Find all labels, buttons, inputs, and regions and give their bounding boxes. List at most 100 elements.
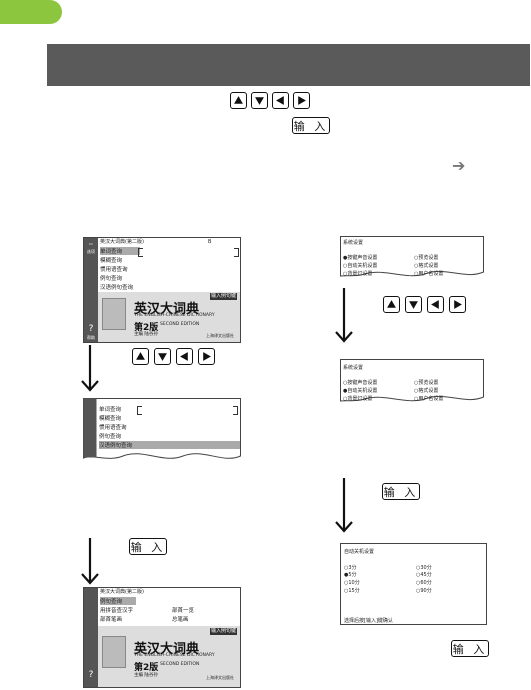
system-settings-screen-2: 系统设置 ○按键声音设置 ●自动关机设置 ○背景灯设置 ○预览设置 ○格式设置 … <box>340 359 484 405</box>
option-backlight[interactable]: ○背景灯设置 <box>343 396 373 402</box>
menu-item-chinese-example-search[interactable]: 汉语例句查询 <box>99 441 240 449</box>
option-preview[interactable]: ○预览设置 <box>414 255 439 261</box>
menu-item-fuzzy-search[interactable]: 模糊查询 <box>100 256 122 264</box>
option-format[interactable]: ○格式设置 <box>414 263 439 269</box>
enter-key: 输 入 <box>292 117 330 134</box>
input-bracket-left <box>138 248 143 257</box>
row-label: 例句查询 <box>100 599 123 605</box>
side-label-bottom: 帮助 <box>87 335 95 340</box>
book-cover-image <box>102 298 126 330</box>
dictionary-chinese-search-screen: ? 英汉大词典(第二版) 例句查询 用拼音查汉字 部首一览 部首笔画 总笔画 输… <box>83 587 241 688</box>
option-username[interactable]: ○用户名设置 <box>414 271 444 277</box>
menu-item-label: 汉语例句查询 <box>100 285 134 291</box>
menu-item-label: 单词查询 <box>99 407 122 413</box>
row-radical-list[interactable]: 部首一览 <box>172 606 194 614</box>
book-title: 英汉大词典 <box>134 642 200 657</box>
help-icon: ? <box>88 670 94 680</box>
edition: 第2版 <box>134 323 159 333</box>
up-arrow-key <box>383 296 400 313</box>
screen-frame <box>340 359 484 402</box>
menu-item-label: 惯用语查询 <box>100 267 128 273</box>
down-arrow-key <box>154 348 171 365</box>
row-example-search[interactable]: 例句查询 <box>100 597 136 605</box>
screen-title: 英汉大词典(第二版) <box>100 589 144 595</box>
right-arrow-key <box>198 348 215 365</box>
badge: 输入例句键 <box>209 293 237 300</box>
down-arrow-icon <box>335 288 353 343</box>
badge: 输入例句键 <box>209 628 237 635</box>
option-45min[interactable]: ○45分 <box>416 572 432 578</box>
row-total-strokes[interactable]: 总笔画 <box>172 615 189 623</box>
option-auto-off[interactable]: ○自动关机设置 <box>343 263 378 269</box>
left-arrow-key <box>176 348 193 365</box>
option-10min[interactable]: ○10分 <box>344 580 360 586</box>
dictionary-banner: 输入例句键 英汉大词典 THE ENGLISH-CHINESE DICTIONA… <box>98 626 240 687</box>
book-subtitle: THE ENGLISH-CHINESE DICTIONARY <box>134 313 215 318</box>
page-marker: B <box>208 239 212 245</box>
section-tab <box>0 0 62 24</box>
system-settings-screen-1: 系统设置 ●按键声音设置 ○自动关机设置 ○背景灯设置 ○预览设置 ○格式设置 … <box>340 236 484 280</box>
menu-item-fuzzy-search[interactable]: 模糊查询 <box>99 414 121 422</box>
option-format[interactable]: ○格式设置 <box>414 388 439 394</box>
book-subtitle: THE ENGLISH-CHINESE DICTIONARY <box>134 653 215 658</box>
menu-item-label: 模糊查询 <box>99 416 122 422</box>
option-key-sound[interactable]: ○按键声音设置 <box>343 380 378 386</box>
option-90min[interactable]: ○90分 <box>416 588 432 594</box>
menu-item-example-search[interactable]: 例句查询 <box>99 432 121 440</box>
publisher: 上海译文出版社 <box>206 333 234 338</box>
side-panel: ? <box>84 588 98 687</box>
option-key-sound[interactable]: ●按键声音设置 <box>343 255 378 261</box>
down-arrow-icon <box>81 345 99 392</box>
menu-item-idiom-search[interactable]: 惯用语查询 <box>100 265 128 273</box>
input-bracket-left <box>137 406 142 415</box>
book-cover-image <box>102 636 126 668</box>
help-icon: ? <box>88 324 94 334</box>
menu-item-word-search[interactable]: 单词查询 <box>100 247 140 255</box>
menu-icon: ▭ <box>89 241 93 246</box>
option-3min[interactable]: ○3分 <box>344 565 357 571</box>
row-label: 总笔画 <box>172 617 189 623</box>
up-arrow-key <box>230 92 247 109</box>
option-username[interactable]: ○用户名设置 <box>414 396 444 402</box>
menu-item-label: 例句查询 <box>99 434 122 440</box>
settings-title: 系统设置 <box>343 365 364 371</box>
row-pinyin-lookup[interactable]: 用拼音查汉字 <box>100 606 133 614</box>
side-panel: ▭ 选项 ? 帮助 <box>84 238 98 342</box>
editor: 主编 陆谷孙 <box>134 332 158 337</box>
right-arrow-key <box>449 296 466 313</box>
editor: 主编 陆谷孙 <box>134 673 158 678</box>
menu-item-word-search[interactable]: 单词查询 <box>99 405 121 413</box>
side-label-top: 选项 <box>87 249 95 254</box>
down-arrow-icon <box>335 478 353 533</box>
left-arrow-key <box>427 296 444 313</box>
up-arrow-key <box>132 348 149 365</box>
down-arrow-icon <box>81 538 99 585</box>
row-label: 部首笔画 <box>100 617 123 623</box>
menu-item-label: 模糊查询 <box>100 258 123 264</box>
right-arrow-key <box>293 92 310 109</box>
menu-item-idiom-search[interactable]: 惯用语查询 <box>99 423 127 431</box>
publisher: 上海译文出版社 <box>206 675 234 680</box>
option-auto-off[interactable]: ●自动关机设置 <box>343 388 378 394</box>
option-15min[interactable]: ○15分 <box>344 588 360 594</box>
settings-title: 系统设置 <box>343 240 364 246</box>
option-5min[interactable]: ●5分 <box>344 572 357 578</box>
option-60min[interactable]: ○60分 <box>416 580 432 586</box>
down-arrow-key <box>405 296 422 313</box>
row-radical-strokes[interactable]: 部首笔画 <box>100 615 122 623</box>
section-header-bar <box>47 44 530 86</box>
row-label: 部首一览 <box>172 608 195 614</box>
menu-item-label: 单词查询 <box>100 249 123 255</box>
option-30min[interactable]: ○30分 <box>416 565 432 571</box>
option-preview[interactable]: ○预览设置 <box>414 380 439 386</box>
option-backlight[interactable]: ○背景灯设置 <box>343 271 373 277</box>
left-arrow-key <box>272 92 289 109</box>
screen-title: 英汉大词典(第二版) <box>100 239 144 245</box>
menu-item-chinese-example-search[interactable]: 汉语例句查询 <box>100 283 133 291</box>
screen-frame <box>340 236 484 277</box>
menu-item-label: 汉语例句查询 <box>99 443 133 449</box>
dictionary-banner: 输入例句键 英汉大词典 THE ENGLISH-CHINESE DICTIONA… <box>98 292 240 342</box>
menu-item-example-search[interactable]: 例句查询 <box>100 274 122 282</box>
edition-en: SECOND EDITION <box>160 662 200 667</box>
row-label: 用拼音查汉字 <box>100 608 134 614</box>
